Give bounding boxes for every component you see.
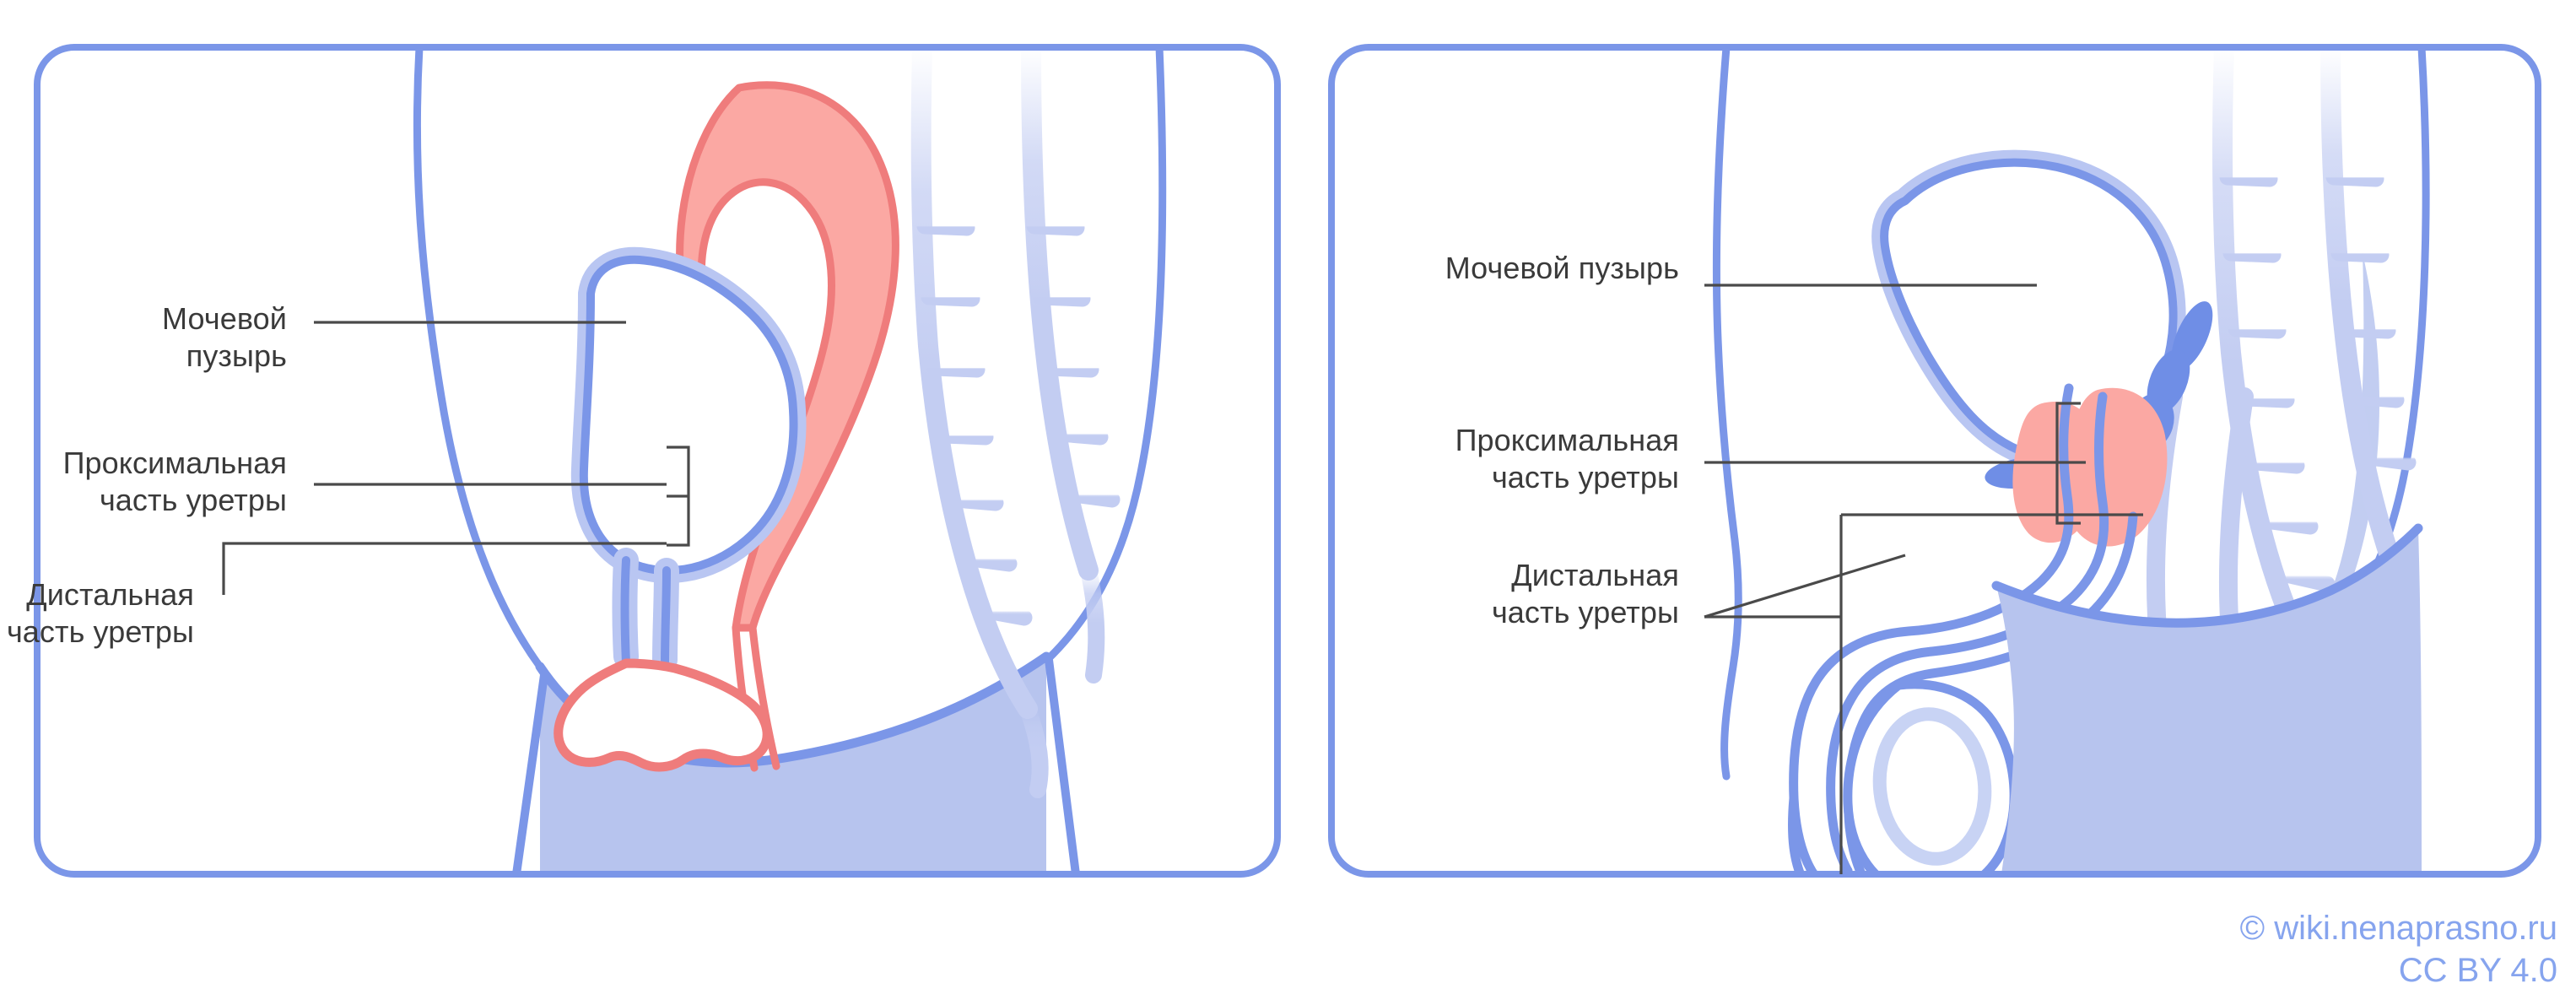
proximal-urethra-posterior: [661, 566, 671, 669]
male-label-bladder: Мочевой пузырь: [1445, 251, 1679, 285]
leader-distal-angled: [1704, 554, 1906, 619]
female-label-proximal-urethra: Проксимальная часть уретры: [62, 446, 287, 517]
female-leader-lines: [222, 321, 690, 595]
penis-tip-contour: [1788, 793, 1809, 874]
female-panel-group: [34, 44, 1281, 878]
prostate-posterior-lobe: [2065, 387, 2168, 547]
leader-distal: [222, 542, 667, 595]
bladder-outline: [579, 255, 798, 575]
spine-group: [910, 47, 1121, 798]
proximal-urethra-anterior: [620, 556, 630, 667]
thigh-fill: [1996, 528, 2422, 874]
copyright-text: © wiki.nenaprasno.ru: [2239, 910, 2557, 947]
attribution-footer: © wiki.nenaprasno.ru CC BY 4.0: [2240, 907, 2557, 991]
thigh-left-line: [512, 671, 548, 874]
male-panel-group: [1328, 44, 2541, 878]
thigh-fill: [540, 656, 1046, 874]
male-label-distal-urethra: Дистальная часть уретры: [1491, 558, 1679, 629]
urethra-outer-line: [1826, 392, 2109, 874]
vulva-outline: [554, 658, 772, 772]
male-label-proximal-urethra: Проксимальная часть уретры: [1455, 423, 1679, 494]
male-anatomy: [1712, 47, 2430, 874]
thigh-top-line: [1991, 523, 2423, 628]
vagina-wall-posterior: [748, 624, 780, 770]
female-label-bladder: Мочевой пузырь: [162, 301, 287, 373]
gluteal-shading: [2228, 253, 2380, 736]
testicle-shape: [1872, 707, 1992, 866]
male-panel-frame: [1328, 44, 2541, 878]
male-leader-lines: [1704, 284, 2143, 874]
abdominal-wall-line: [1712, 47, 1742, 781]
thigh-right-line: [1045, 656, 1080, 874]
urethra-inner-line: [1789, 383, 2074, 874]
prostate-bracket: [2055, 402, 2081, 525]
license-text: CC BY 4.0: [2398, 952, 2557, 989]
female-anatomy: [413, 47, 1167, 874]
female-panel-frame: [34, 44, 1281, 878]
female-label-distal-urethra: Дистальная часть уретры: [6, 577, 194, 649]
